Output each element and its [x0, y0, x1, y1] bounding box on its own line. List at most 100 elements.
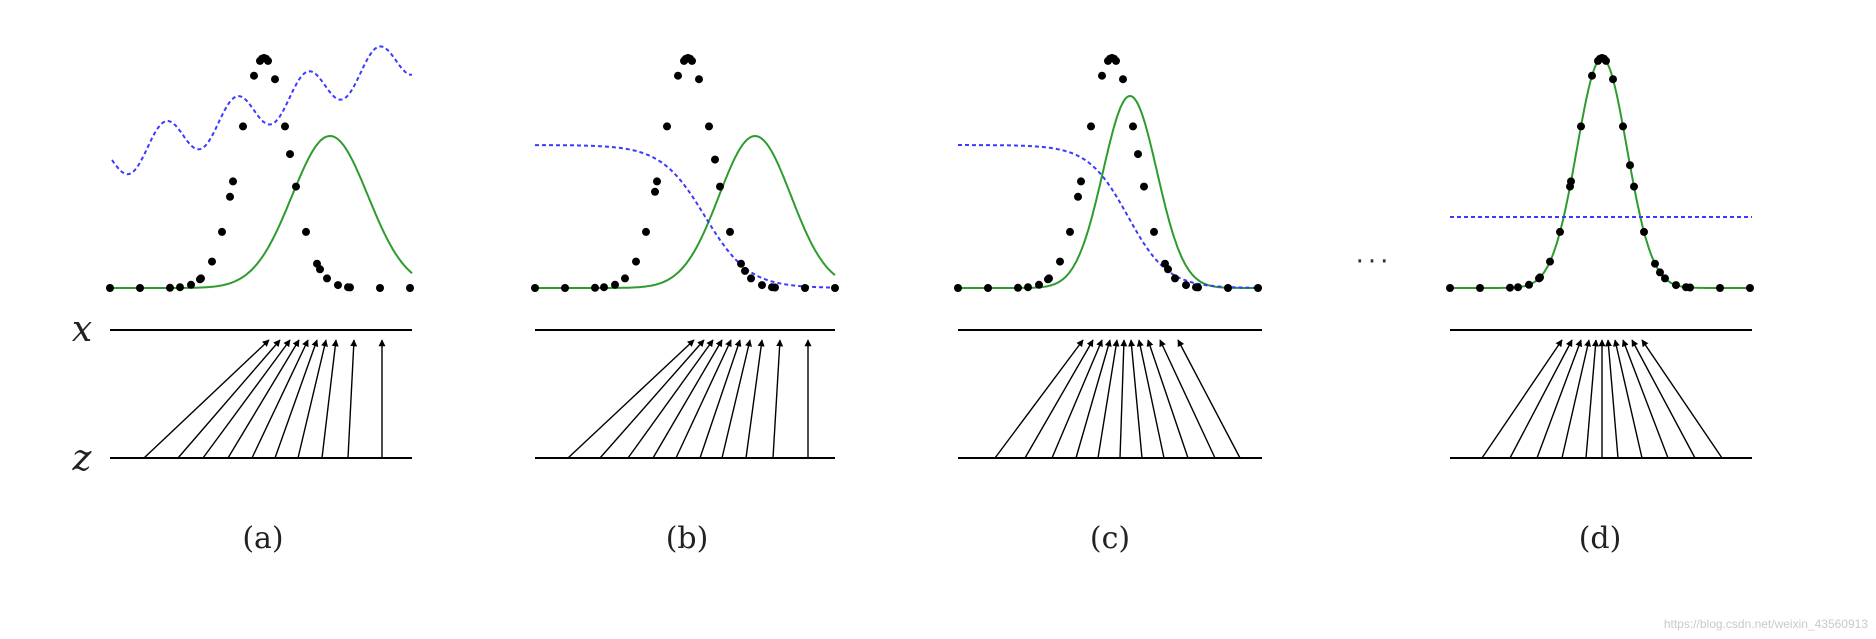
data-distribution-dot	[737, 259, 745, 268]
data-distribution-dot	[1651, 259, 1659, 268]
data-distribution-dot	[229, 177, 237, 186]
data-distribution-dot	[1182, 281, 1190, 290]
data-distribution-dot	[226, 192, 234, 201]
data-distribution-dot	[1630, 182, 1638, 191]
data-distribution-dot	[1626, 161, 1634, 170]
data-distribution-dot	[726, 227, 734, 236]
data-distribution-dot	[741, 266, 749, 275]
data-distribution-dot	[561, 284, 569, 292]
data-distribution-dot	[695, 75, 703, 84]
data-distribution-dot	[1686, 283, 1694, 292]
data-distribution-dot	[758, 281, 766, 290]
mapping-arrow	[1128, 339, 1143, 459]
mapping-arrow	[177, 339, 281, 459]
data-distribution-dot	[1619, 122, 1627, 131]
data-distribution-dot	[1074, 192, 1082, 201]
data-distribution-dot	[1098, 71, 1106, 80]
mapping-arrow	[1561, 339, 1592, 459]
mapping-arrow	[1051, 339, 1103, 459]
mapping-arrow	[1641, 339, 1723, 459]
mapping-arrow	[251, 339, 309, 459]
data-distribution-dot	[1672, 281, 1680, 290]
panel-c	[954, 54, 1262, 459]
data-distribution-dot	[1014, 283, 1022, 292]
generator-distribution-curve	[1450, 56, 1752, 289]
data-distribution-dot	[954, 284, 962, 292]
data-distribution-dot	[831, 284, 839, 292]
data-distribution-dot	[250, 71, 258, 80]
mapping-arrow	[652, 339, 723, 459]
data-distribution-dot	[1077, 177, 1085, 186]
data-distribution-dot	[106, 284, 114, 292]
data-distribution-dot	[651, 187, 659, 196]
discriminator-curve	[958, 144, 1262, 289]
mapping-arrow	[599, 339, 705, 459]
data-distribution-dot	[1506, 283, 1514, 292]
mapping-arrow	[1481, 339, 1563, 459]
data-distribution-dot	[1546, 257, 1554, 266]
mapping-arrow	[1605, 339, 1619, 459]
data-distribution-dot	[1525, 280, 1533, 289]
data-distribution-dot	[176, 283, 184, 292]
mapping-arrow	[627, 339, 714, 459]
data-distribution-dot	[611, 280, 619, 289]
data-distribution-dot	[621, 274, 629, 283]
discriminator-curve	[535, 144, 835, 289]
data-distribution-dot	[1514, 283, 1522, 292]
data-distribution-dot	[984, 284, 992, 292]
data-distribution-dot	[136, 284, 144, 292]
data-distribution-dot	[1602, 56, 1610, 65]
mapping-arrow	[1509, 339, 1573, 459]
ellipsis: ···	[1356, 247, 1393, 277]
data-distribution-dot	[632, 257, 640, 266]
data-distribution-dot	[264, 56, 272, 65]
data-distribution-dot	[1164, 265, 1172, 274]
data-distribution-dot	[1140, 182, 1148, 191]
mapping-arrow	[143, 339, 270, 459]
data-distribution-dot	[376, 284, 384, 292]
panel-b	[531, 54, 839, 459]
data-distribution-dot	[346, 283, 354, 292]
mapping-arrow	[1097, 339, 1120, 459]
mapping-arrow	[772, 339, 784, 459]
generator-distribution-curve	[535, 134, 836, 289]
data-distribution-dot	[1129, 122, 1137, 131]
data-distribution-dot	[1087, 122, 1095, 131]
mapping-arrow	[1024, 339, 1094, 459]
data-distribution-dot	[1066, 227, 1074, 236]
mapping-arrow	[1136, 339, 1165, 459]
data-distribution-dot	[1567, 177, 1575, 186]
data-distribution-dot	[302, 227, 310, 236]
x-axis-label: x	[72, 309, 92, 350]
data-distribution-dot	[1056, 257, 1064, 266]
caption-d: (d)	[1579, 521, 1622, 556]
mapping-arrow	[227, 339, 300, 459]
data-distribution-dot	[600, 283, 608, 292]
data-distribution-dot	[1194, 283, 1202, 292]
panel-a	[106, 45, 414, 459]
data-distribution-dot	[591, 283, 599, 292]
caption-c: (c)	[1090, 521, 1130, 556]
data-distribution-dot	[663, 122, 671, 131]
watermark: https://blog.csdn.net/weixin_43560913	[1664, 617, 1868, 631]
data-distribution-dot	[1746, 284, 1754, 292]
mapping-arrow	[274, 339, 319, 459]
data-distribution-dot	[1577, 122, 1585, 131]
data-distribution-dot	[653, 177, 661, 186]
data-distribution-dot	[1609, 75, 1617, 84]
mapping-arrow	[1146, 339, 1189, 459]
data-distribution-dot	[208, 257, 216, 266]
mapping-arrow	[1177, 339, 1241, 459]
mapping-arrow	[994, 339, 1084, 459]
caption-b: (b)	[666, 521, 709, 556]
data-distribution-dot	[747, 274, 755, 283]
mapping-arrow	[567, 339, 695, 459]
mapping-arrow	[1119, 339, 1128, 459]
mapping-arrow	[1075, 339, 1112, 459]
data-distribution-dot	[1640, 227, 1648, 236]
mapping-arrow	[297, 339, 328, 459]
data-distribution-dot	[166, 283, 174, 292]
discriminator-curve	[111, 45, 413, 176]
data-distribution-dot	[771, 283, 779, 292]
